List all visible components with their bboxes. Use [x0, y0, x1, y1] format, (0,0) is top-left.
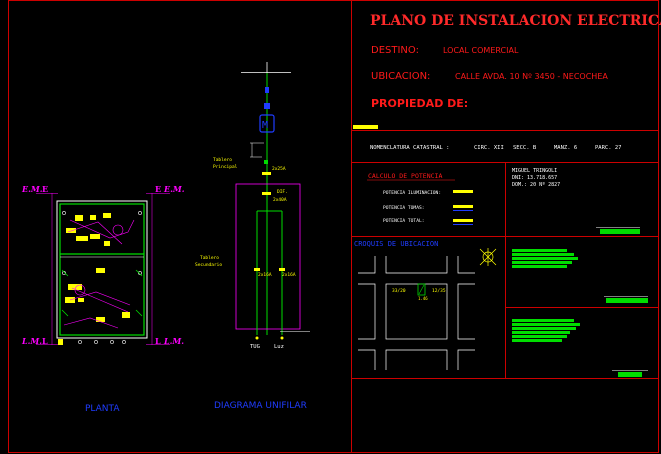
legend-block-1: [512, 249, 578, 268]
destino-value: LOCAL COMERCIAL: [443, 46, 519, 55]
croquis-street-left: 33/20: [392, 288, 406, 294]
breaker-left-label: 2x16A: [258, 272, 272, 278]
owner-dni: DNI: 13.718.657: [512, 175, 557, 181]
croquis-streets: [358, 256, 475, 370]
catastral-manz: MANZ. 6: [554, 145, 577, 151]
calculo-title: CALCULO DE POTENCIA: [368, 172, 442, 180]
tablero-principal-label-1: Tablero: [213, 157, 232, 163]
diagram-label: DIAGRAMA UNIFILAR: [214, 401, 307, 411]
tablero-secundario-label-2: Secundario: [195, 262, 222, 268]
calculo-value-bar-2: [453, 205, 473, 208]
svg-text:E: E: [42, 184, 48, 194]
breaker-right-label: 2x16A: [282, 272, 296, 278]
floor-plan: [36, 193, 170, 345]
catastral-circ: CIRC. XII: [474, 145, 504, 151]
tablero-secundario-label-1: Tablero: [200, 255, 219, 261]
ubicacion-label: UBICACION:: [371, 71, 430, 82]
destino-label: DESTINO:: [371, 45, 419, 56]
svg-text:L: L: [42, 336, 48, 346]
lm-label-bottom-right: L.M.: [163, 336, 184, 346]
signature-bar-1: [600, 229, 640, 234]
tug-label: TUG: [250, 344, 260, 350]
tablero-principal-label-2: Principal: [213, 164, 238, 170]
croquis-street-right: 12/35: [432, 288, 446, 294]
catastral-secc: SECC. B: [513, 145, 537, 151]
ubicacion-value: CALLE AVDA. 10 Nº 3450 - NECOCHEA: [455, 72, 608, 81]
em-label-top-left: E.M.: [21, 184, 43, 194]
owner-dom: DOM.: 20 Nº 2827: [512, 182, 560, 188]
diff-label: DIF.: [277, 189, 288, 195]
calculo-value-bar-1: [453, 190, 473, 193]
catastral-label: NOMENCLATURA CATASTRAL :: [370, 145, 449, 151]
north-arrow-icon: [479, 248, 497, 266]
calculo-row-tomas: POTENCIA TOMAS:: [383, 205, 425, 211]
calculo-row-iluminacion: POTENCIA ILUMINACION:: [383, 190, 441, 196]
sheet-frame: [8, 0, 659, 453]
title-accent-bar: [353, 125, 378, 129]
svg-text:E: E: [155, 184, 161, 194]
plan-title: PLANO DE INSTALACION ELECTRICA: [370, 13, 661, 29]
croquis-street-bottom: 1.46: [418, 296, 428, 301]
single-line-diagram: M: [235, 62, 310, 340]
owner-name: MIGUEL TRINGOLI: [512, 168, 557, 174]
calculo-value-bar-3: [453, 219, 473, 222]
catastral-parc: PARC. 27: [595, 145, 622, 151]
propiedad-label: PROPIEDAD DE:: [371, 97, 468, 110]
plan-label: PLANTA: [85, 404, 120, 414]
svg-text:L: L: [155, 336, 161, 346]
signature-bar-2: [606, 298, 648, 303]
breaker-main-label: 2x25A: [272, 166, 286, 172]
lm-label-bottom-left: L.M.: [21, 336, 42, 346]
calculo-row-total: POTENCIA TOTAL:: [383, 218, 425, 224]
legend-block-2: [512, 319, 580, 342]
signature-bar-3: [618, 372, 642, 377]
croquis-title: CROQUIS DE UBICACION: [354, 240, 438, 248]
diff-value: 2x40A: [273, 197, 287, 203]
em-label-top-right: E.M.: [163, 184, 185, 194]
meter-symbol: M: [262, 120, 268, 131]
croquis-lot: [417, 283, 426, 296]
luz-label: Luz: [274, 344, 284, 350]
